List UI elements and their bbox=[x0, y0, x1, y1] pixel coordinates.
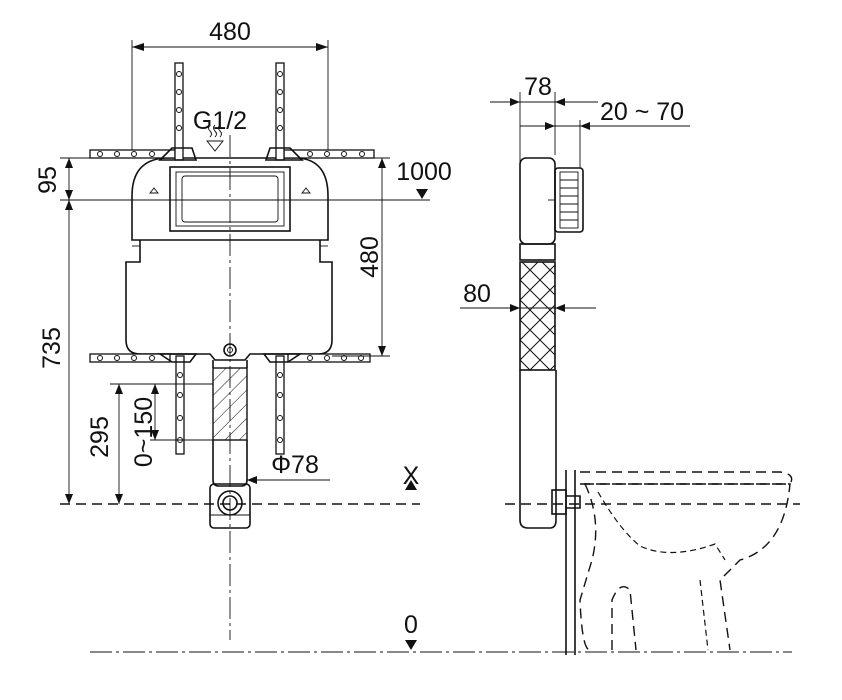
side-view bbox=[460, 92, 800, 655]
bottom-bracket-holes bbox=[177, 372, 283, 443]
dim-adjust-20-70: 20 ~ 70 bbox=[600, 98, 684, 126]
top-rail-holes bbox=[97, 151, 365, 157]
dim-pipe-diameter: Φ78 bbox=[271, 451, 319, 479]
label-axis-x: X bbox=[403, 462, 420, 490]
dim-width-480: 480 bbox=[209, 18, 251, 46]
dim-range-0-150: 0~150 bbox=[130, 397, 158, 467]
front-view bbox=[60, 40, 430, 640]
bottom-rail-holes bbox=[97, 355, 364, 361]
label-floor-0: 0 bbox=[404, 611, 418, 639]
dim-height-295: 295 bbox=[86, 416, 114, 458]
label-inlet-g12: G1/2 bbox=[193, 107, 247, 135]
dim-depth-80: 80 bbox=[463, 280, 491, 308]
dim-height-735: 735 bbox=[38, 327, 66, 369]
dim-depth-78: 78 bbox=[524, 73, 552, 101]
dim-height-95: 95 bbox=[34, 166, 62, 194]
dim-height-480: 480 bbox=[356, 236, 384, 278]
top-bracket-holes bbox=[176, 71, 283, 131]
label-level-1000: 1000 bbox=[396, 158, 452, 186]
